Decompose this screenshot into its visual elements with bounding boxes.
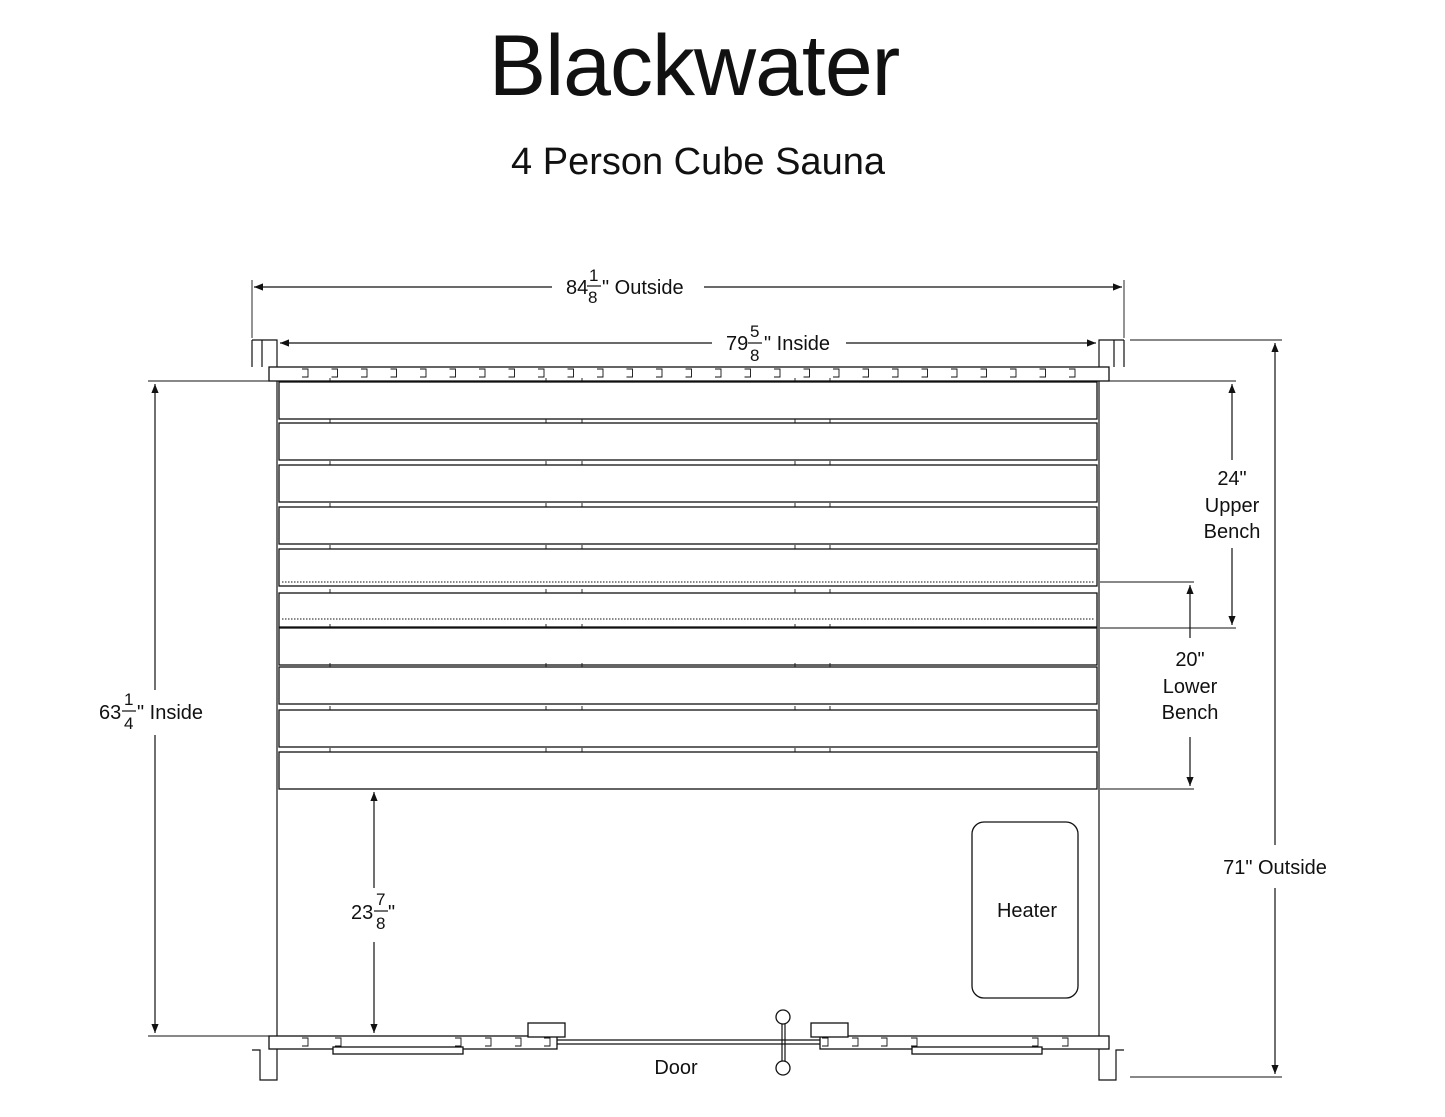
front-wall	[268, 1022, 1110, 1055]
page-subtitle: 4 Person Cube Sauna	[511, 141, 885, 183]
bench-slat	[278, 381, 1098, 420]
wall-notch	[449, 368, 456, 378]
front-wall-notches	[302, 1037, 1069, 1047]
outside-width-suffix: " Outside	[602, 277, 684, 299]
lower-bench-dimension: 20" Lower Bench	[1100, 581, 1219, 790]
wall-notch	[1069, 368, 1076, 378]
outside-depth-dimension: 71" Outside	[1130, 339, 1327, 1078]
inside-width-num: 5	[750, 322, 759, 341]
wall-notch	[951, 368, 958, 378]
bench-slat	[278, 548, 1098, 587]
outside-width-den: 8	[588, 288, 597, 307]
inside-depth-suffix: " Inside	[137, 702, 203, 724]
door-hinge-right	[810, 1022, 849, 1038]
outside-depth-label: 71" Outside	[1223, 857, 1327, 879]
front-trim-left	[332, 1046, 464, 1055]
wall-notch	[685, 368, 692, 378]
wall-notch	[833, 368, 840, 378]
bench-slat	[278, 751, 1098, 790]
outside-width-whole: 84	[566, 277, 588, 299]
wall-notch	[455, 1037, 462, 1047]
wall-notch	[803, 368, 810, 378]
wall-notch	[1010, 368, 1017, 378]
floor-clearance-whole: 23	[351, 902, 373, 924]
wall-notch	[881, 1037, 888, 1047]
wall-notch	[420, 368, 427, 378]
wall-notch	[538, 368, 545, 378]
door-label: Door	[654, 1057, 698, 1079]
wall-notch	[715, 368, 722, 378]
inside-width-suffix: " Inside	[764, 333, 830, 355]
wall-notch	[744, 368, 751, 378]
door-handle-outer	[775, 1009, 791, 1025]
heater-label: Heater	[997, 900, 1057, 922]
floor-clearance-den: 8	[376, 914, 385, 933]
wall-notch	[892, 368, 899, 378]
wall-notch	[544, 1037, 551, 1047]
outside-width-num: 1	[589, 266, 598, 285]
wall-notch	[1032, 1037, 1039, 1047]
wall-notch	[302, 1037, 309, 1047]
floor-clearance-num: 7	[376, 890, 385, 909]
inside-depth-whole: 63	[99, 702, 121, 724]
front-trim-right	[911, 1046, 1043, 1055]
inside-depth-num: 1	[124, 690, 133, 709]
wall-notch	[822, 1037, 829, 1047]
page-title: Blackwater	[488, 18, 901, 114]
inside-width-den: 8	[750, 346, 759, 365]
wall-notch	[508, 368, 515, 378]
upper-bench-label-2: Bench	[1204, 521, 1261, 543]
wall-notch	[479, 368, 486, 378]
lower-bench-label-2: Bench	[1162, 702, 1219, 724]
bench-slat	[278, 666, 1098, 705]
inside-depth-den: 4	[124, 714, 133, 733]
wall-notch	[911, 1037, 918, 1047]
wall-notch	[515, 1037, 522, 1047]
bench-slat	[278, 506, 1098, 545]
upper-bench-dimension: 24" Upper Bench	[1098, 380, 1261, 629]
wall-notch	[302, 368, 309, 378]
wall-notch	[852, 1037, 859, 1047]
bench-slat	[278, 422, 1098, 461]
wall-notch	[626, 368, 633, 378]
corner-posts	[251, 339, 1125, 1081]
inside-width-dimension: 79 5 8 " Inside	[280, 322, 1096, 365]
bench-slat	[278, 709, 1098, 748]
back-wall-notches	[302, 368, 1076, 378]
wall-notch	[597, 368, 604, 378]
wall-notch	[1039, 368, 1046, 378]
wall-notch	[567, 368, 574, 378]
bench-slats	[278, 378, 1098, 790]
upper-bench-size: 24"	[1217, 468, 1246, 490]
heater: Heater	[971, 821, 1079, 999]
inside-width-whole: 79	[726, 333, 748, 355]
wall-notch	[335, 1037, 342, 1047]
back-wall	[268, 366, 1110, 382]
lower-bench-label-1: Lower	[1163, 676, 1218, 698]
wall-notch	[656, 368, 663, 378]
bench-slat	[278, 464, 1098, 503]
outside-width-dimension: 84 1 8 " Outside	[251, 266, 1125, 338]
wall-notch	[862, 368, 869, 378]
lower-bench-size: 20"	[1175, 649, 1204, 671]
wall-notch	[980, 368, 987, 378]
door-hinge-left	[527, 1022, 566, 1038]
bench-slat	[278, 627, 1098, 666]
wall-notch	[1062, 1037, 1069, 1047]
wall-notch	[390, 368, 397, 378]
upper-bench-label-1: Upper	[1205, 495, 1260, 517]
wall-notch	[361, 368, 368, 378]
floor-clearance-suffix: "	[388, 902, 395, 924]
wall-notch	[331, 368, 338, 378]
door-handle-inner	[775, 1060, 791, 1076]
door: Door	[557, 1009, 820, 1079]
wall-notch	[485, 1037, 492, 1047]
wall-notch	[774, 368, 781, 378]
wall-notch	[921, 368, 928, 378]
inside-depth-dimension: 63 1 4 " Inside	[99, 380, 270, 1037]
bench-slat	[278, 592, 1098, 628]
floor-clearance-dimension: 23 7 8 "	[351, 792, 395, 1033]
